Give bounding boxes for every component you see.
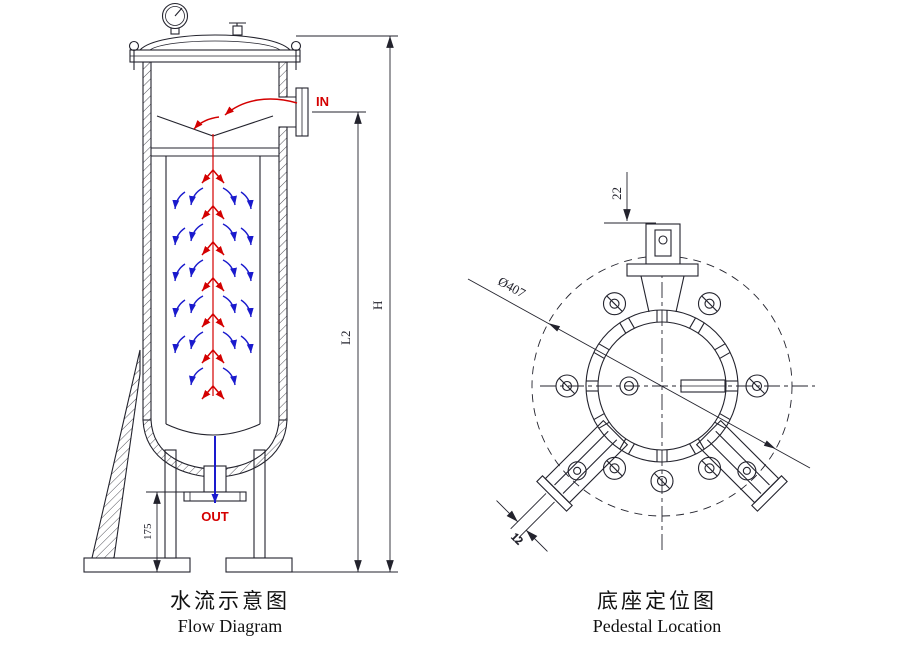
bolt-hole [602,456,627,480]
dim-22-label: 22 [609,187,624,200]
top-bracket [626,223,699,313]
dim-12-label: 12 [509,531,525,547]
vessel-shell [142,61,288,478]
inlet-label: IN [316,94,329,109]
dimension-22: 22 [604,172,656,224]
vessel-lid [128,22,302,70]
dim-175-label: 175 [142,523,154,540]
pedestal-location-view: 12 [467,172,815,552]
pedestal-leg-left: 12 [496,419,629,552]
vent-valve [229,22,246,36]
pedestal-caption-zh: 底座定位图 [597,589,717,613]
bolt-hole [602,292,627,316]
flow-caption-zh: 水流示意图 [170,589,290,613]
dim-h-label: H [370,301,385,310]
bolt-circle-dashed [531,255,793,517]
dimension-12: 12 [496,493,555,552]
flow-arrows [172,98,298,503]
bolt-hole [697,292,722,316]
center-fittings [619,376,726,396]
support-legs [164,449,293,573]
dimension-h: H [292,35,398,573]
bolt-hole [697,456,722,480]
flow-caption-en: Flow Diagram [177,616,283,636]
outlet-label: OUT [201,509,229,524]
swing-bolt-left [128,40,140,70]
dim-l2-label: L2 [338,331,353,345]
filter-internals [151,115,279,436]
pedestal-caption-en: Pedestal Location [592,616,722,636]
pressure-gauge [161,2,189,35]
pedestal-leg-right [695,419,788,512]
flow-diagram-caption: 水流示意图 Flow Diagram [130,588,330,638]
flow-diagram-view: IN OUT H L2 175 [83,2,398,573]
swing-bolt-right [290,40,302,70]
pedestal-flange [585,309,739,463]
pedestal-location-caption: 底座定位图 Pedestal Location [557,588,757,638]
dimension-diameter: Ø407 [467,274,811,469]
dimension-l2: L2 [312,111,366,572]
stand-leg [83,349,191,573]
inlet-port [287,87,309,137]
dimension-175: 175 [142,491,190,572]
